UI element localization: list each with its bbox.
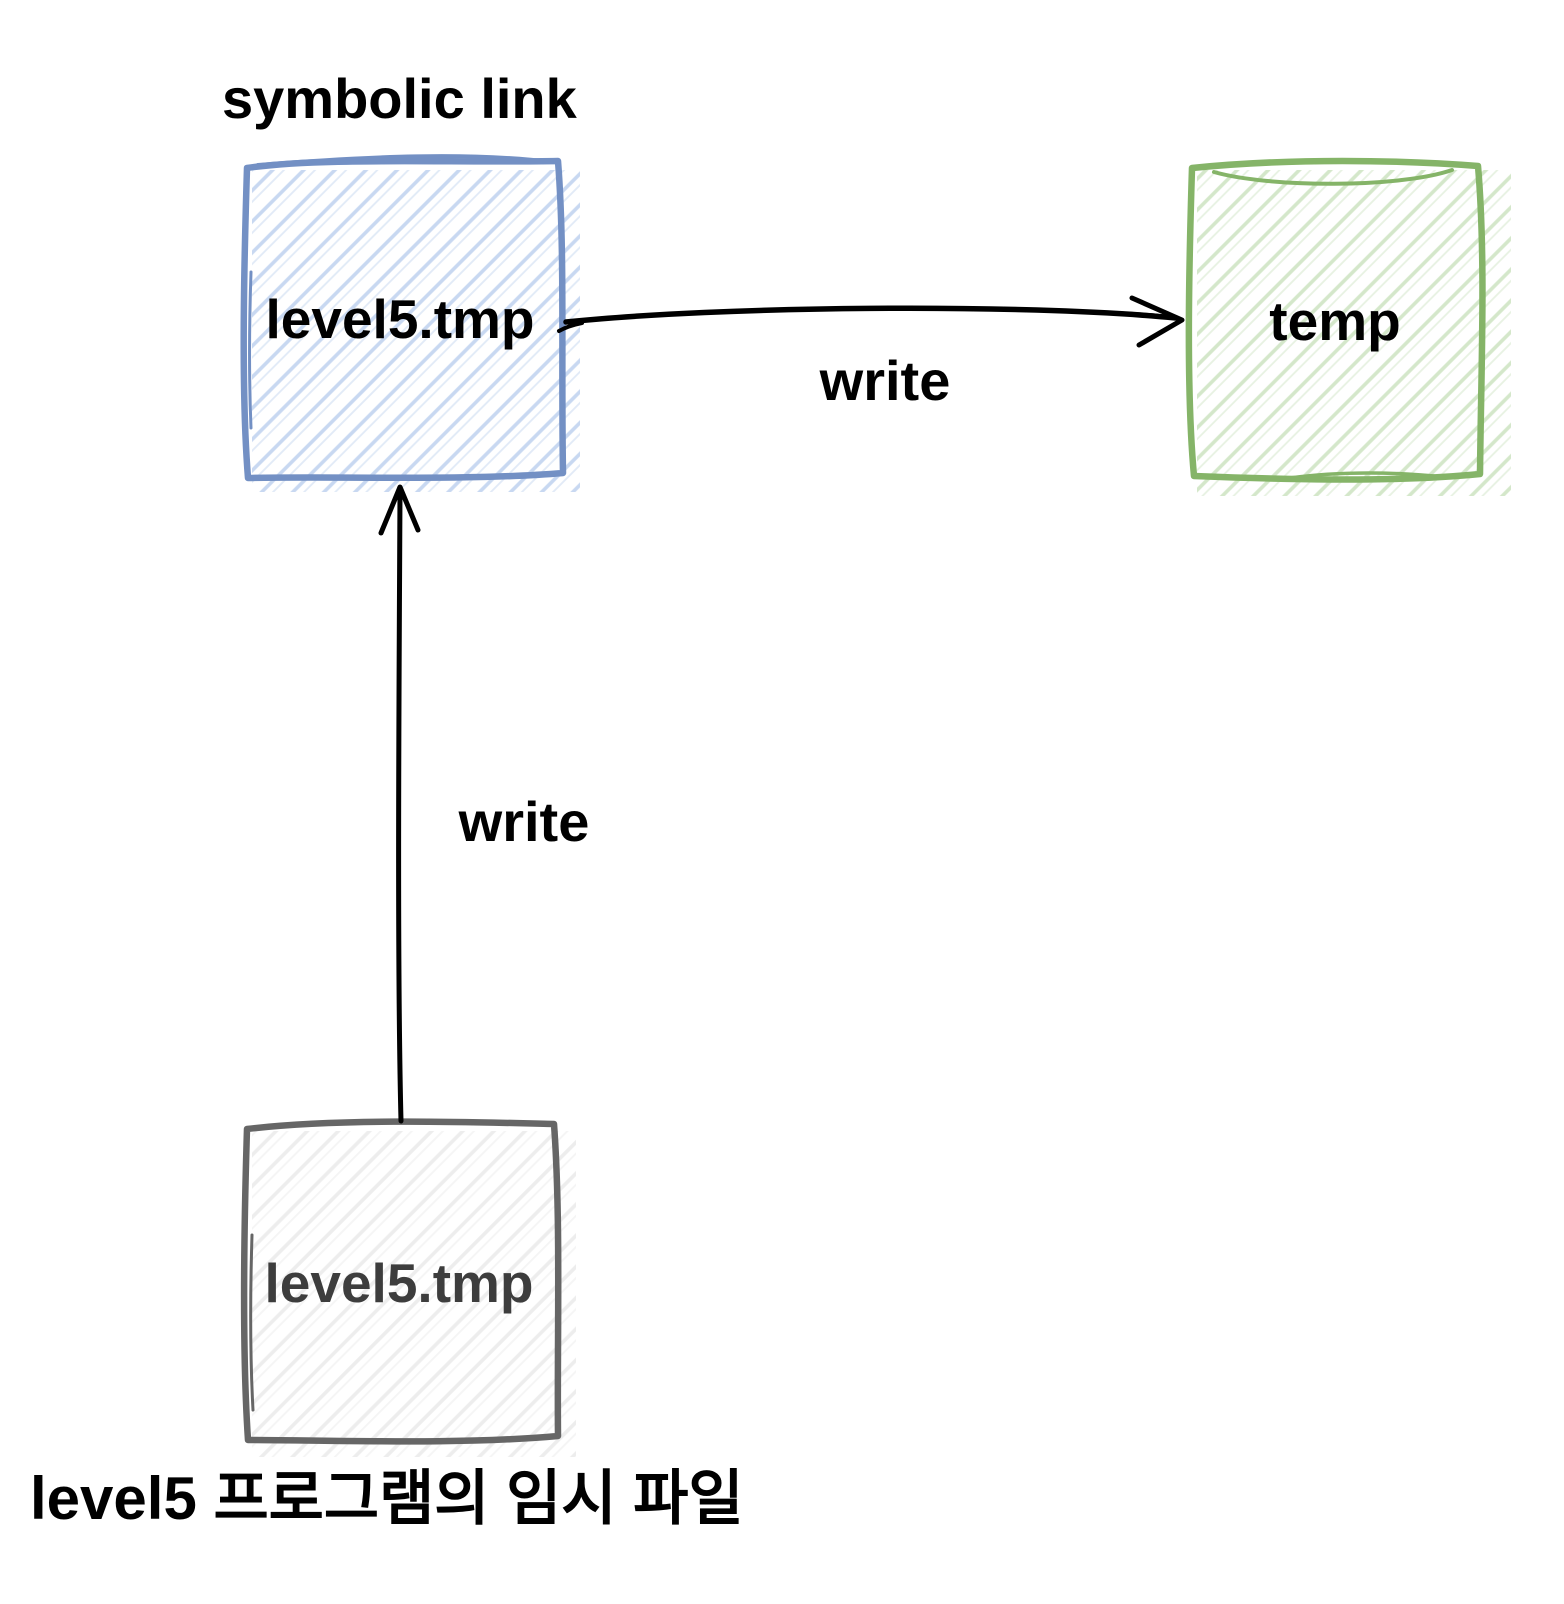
edge-write-to-temp-arrow xyxy=(557,295,1185,348)
node-temp-hatch-fill xyxy=(1197,170,1511,496)
node-symlink-border-sketch-left xyxy=(248,270,253,430)
node-tmpfile-label: level5.tmp xyxy=(264,1251,534,1314)
node-symlink-border xyxy=(240,157,567,482)
edge-write-to-symlink-arrow xyxy=(378,484,421,1124)
diagram-caption: level5 프로그램의 임시 파일 xyxy=(30,1465,744,1532)
node-temp-border-sketch-lid xyxy=(1212,168,1454,186)
node-temp-label: temp xyxy=(1269,289,1401,352)
arrow-head xyxy=(378,484,421,536)
edge-write-to-temp-label: write xyxy=(819,349,951,413)
node-symlink-hatch-fill xyxy=(252,170,580,492)
node-tmpfile-box xyxy=(240,1118,576,1457)
node-tmpfile-border-sketch-left xyxy=(249,1233,255,1412)
arrow-head xyxy=(1129,295,1185,348)
node-symlink-label: level5.tmp xyxy=(265,287,535,350)
arrow-line-sketch-double xyxy=(590,306,1160,321)
node-temp-box xyxy=(1185,157,1511,496)
node-temp-border-sketch-bottom xyxy=(1288,471,1444,480)
node-symlink-box xyxy=(240,154,580,492)
node-temp-border xyxy=(1185,157,1486,483)
diagram-title: symbolic link xyxy=(222,67,577,130)
arrow-line xyxy=(396,489,404,1124)
edge-write-to-symlink-label: write xyxy=(458,790,590,854)
node-symlink-border-sketch-top xyxy=(256,154,554,167)
node-tmpfile-border xyxy=(240,1118,562,1445)
arrow-start-tick xyxy=(557,321,584,333)
node-tmpfile-hatch-fill xyxy=(252,1131,576,1457)
